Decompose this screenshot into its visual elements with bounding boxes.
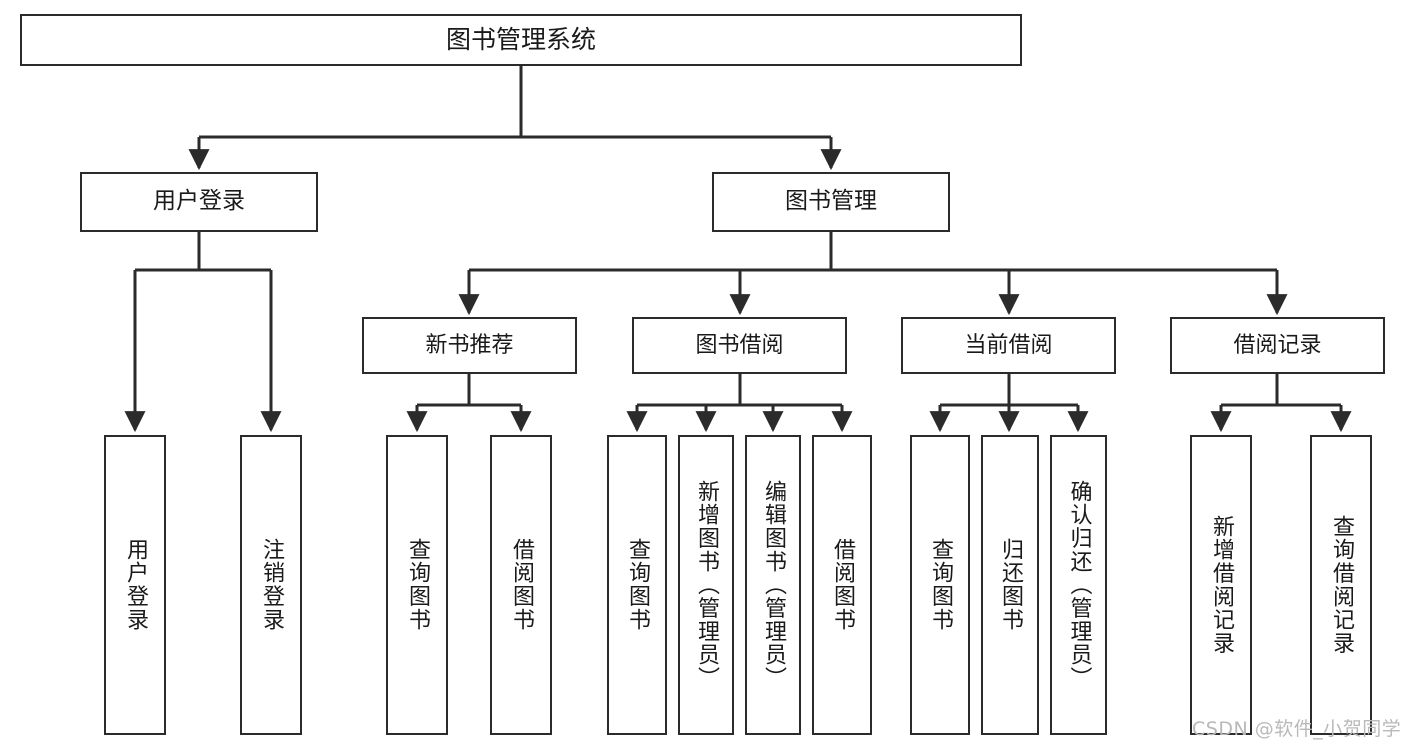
node-leaf-borrow-book-1[interactable]: 借阅图书	[490, 435, 552, 735]
node-leaf-logout-login-label: 注销登录	[259, 538, 284, 632]
csdn-watermark: CSDN @软件_小贺同学	[1192, 718, 1402, 740]
node-leaf-add-record[interactable]: 新增借阅记录	[1190, 435, 1252, 735]
node-user-login-label: 用户登录	[153, 188, 245, 215]
node-leaf-query-record-label: 查询借阅记录	[1329, 515, 1354, 655]
node-leaf-return-book[interactable]: 归还图书	[981, 435, 1039, 735]
node-leaf-borrow-book-2-label: 借阅图书	[830, 538, 855, 632]
node-leaf-borrow-book-2[interactable]: 借阅图书	[812, 435, 872, 735]
node-current-borrow[interactable]: 当前借阅	[901, 317, 1116, 374]
node-leaf-return-book-label: 归还图书	[998, 538, 1023, 632]
node-leaf-query-book-1[interactable]: 查询图书	[386, 435, 448, 735]
node-leaf-confirm-return[interactable]: 确认归还（管理员）	[1050, 435, 1107, 735]
node-leaf-user-login-label: 用户登录	[123, 538, 148, 632]
node-borrow-record-label: 借阅记录	[1233, 332, 1322, 358]
node-user-login[interactable]: 用户登录	[80, 172, 318, 232]
node-book-borrow-label: 图书借阅	[695, 332, 784, 358]
node-book-manage[interactable]: 图书管理	[712, 172, 950, 232]
node-leaf-confirm-return-label: 确认归还（管理员）	[1066, 480, 1092, 690]
node-leaf-query-record[interactable]: 查询借阅记录	[1310, 435, 1372, 735]
node-borrow-record[interactable]: 借阅记录	[1170, 317, 1385, 374]
node-current-borrow-label: 当前借阅	[964, 332, 1053, 358]
node-leaf-query-book-3-label: 查询图书	[928, 538, 953, 632]
node-leaf-edit-book[interactable]: 编辑图书（管理员）	[745, 435, 801, 735]
node-leaf-add-record-label: 新增借阅记录	[1209, 515, 1234, 655]
node-root[interactable]: 图书管理系统	[20, 14, 1022, 66]
node-leaf-edit-book-label: 编辑图书（管理员）	[761, 480, 786, 690]
node-book-manage-label: 图书管理	[785, 188, 877, 215]
node-leaf-query-book-2[interactable]: 查询图书	[607, 435, 667, 735]
node-new-book-rec-label: 新书推荐	[425, 332, 514, 358]
node-leaf-logout-login[interactable]: 注销登录	[240, 435, 302, 735]
node-leaf-query-book-1-label: 查询图书	[405, 538, 430, 632]
node-book-borrow[interactable]: 图书借阅	[632, 317, 847, 374]
node-leaf-query-book-3[interactable]: 查询图书	[910, 435, 970, 735]
node-leaf-borrow-book-1-label: 借阅图书	[509, 538, 534, 632]
node-leaf-query-book-2-label: 查询图书	[625, 538, 650, 632]
node-leaf-user-login[interactable]: 用户登录	[104, 435, 166, 735]
node-leaf-add-book[interactable]: 新增图书（管理员）	[678, 435, 734, 735]
node-new-book-rec[interactable]: 新书推荐	[362, 317, 577, 374]
node-root-label: 图书管理系统	[445, 25, 596, 55]
node-leaf-add-book-label: 新增图书（管理员）	[694, 480, 719, 690]
